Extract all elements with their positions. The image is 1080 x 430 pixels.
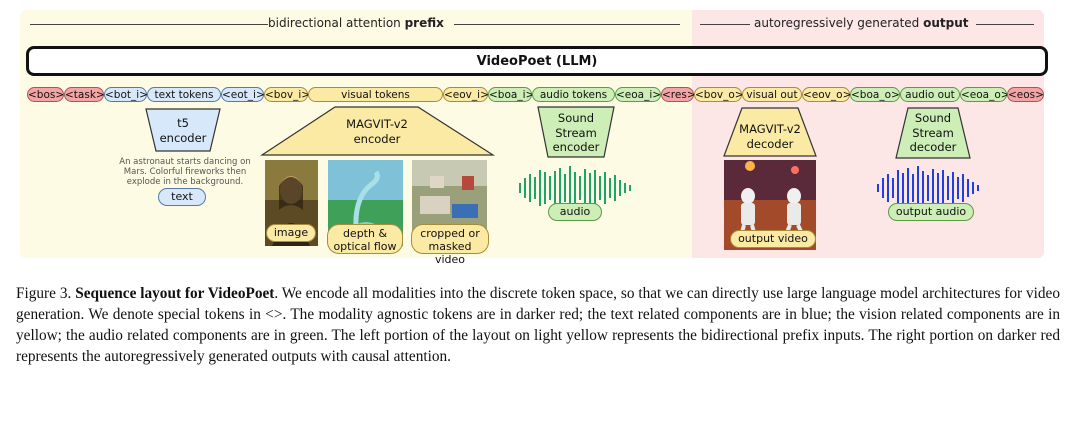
- audio-pill: audio: [548, 203, 602, 221]
- token: <eoa_i>: [615, 87, 662, 102]
- token: visual tokens: [308, 87, 443, 102]
- output-video-pill: output video: [730, 230, 816, 248]
- magvit-decoder-label: MAGVIT-v2 decoder: [739, 122, 801, 151]
- token: <bov_i>: [264, 87, 311, 102]
- t5-encoder-shape: [145, 108, 221, 152]
- token: audio tokens: [532, 87, 615, 102]
- figure-caption: Figure 3. Sequence layout for VideoPoet.…: [16, 285, 1060, 365]
- token: audio out: [900, 87, 960, 102]
- token: <bos>: [27, 87, 65, 102]
- token: <eov_i>: [443, 87, 489, 102]
- token: <res>: [661, 87, 696, 102]
- soundstream-decoder-label: Sound Stream decoder: [909, 111, 957, 154]
- prefix-range-line-right: [454, 24, 680, 25]
- token: text tokens: [147, 87, 221, 102]
- output-range-line-left: [700, 24, 750, 25]
- prefix-range-label: bidirectional attention prefix: [268, 16, 444, 30]
- t5-encoder-label: t5 encoder: [159, 116, 207, 145]
- depth-pill: depth & optical flow: [327, 224, 403, 254]
- token: <boa_o>: [850, 87, 900, 102]
- soundstream-encoder-label: Sound Stream encoder: [552, 111, 600, 154]
- prompt-text: An astronaut starts dancing on Mars. Col…: [119, 157, 251, 187]
- token: <eov_o>: [802, 87, 852, 102]
- llm-box: VideoPoet (LLM): [26, 46, 1048, 76]
- soundstream-decoder-shape: [895, 107, 971, 159]
- token: <eoa_o>: [960, 87, 1010, 102]
- output-audio-pill: output audio: [888, 203, 974, 221]
- output-range-line-right: [976, 24, 1034, 25]
- token: <task>: [64, 87, 105, 102]
- magvit-encoder-label: MAGVIT-v2 encoder: [346, 117, 408, 146]
- cropped-pill: cropped or masked video: [411, 224, 489, 266]
- output-audio-waveform: [877, 166, 979, 210]
- image-pill: image: [266, 224, 316, 242]
- token: visual out: [742, 87, 802, 102]
- token: <eos>: [1007, 87, 1044, 102]
- soundstream-encoder-shape: [537, 106, 615, 158]
- token: <boa_i>: [488, 87, 535, 102]
- magvit-encoder-shape: [259, 106, 496, 156]
- magvit-decoder-shape: [723, 107, 817, 157]
- audio-waveform: [519, 166, 631, 210]
- text-pill: text: [158, 188, 206, 206]
- prefix-range-line-left: [30, 24, 268, 25]
- token: <eot_i>: [221, 87, 265, 102]
- token: <bov_o>: [694, 87, 744, 102]
- token: <bot_i>: [104, 87, 148, 102]
- output-range-label: autoregressively generated output: [754, 16, 969, 30]
